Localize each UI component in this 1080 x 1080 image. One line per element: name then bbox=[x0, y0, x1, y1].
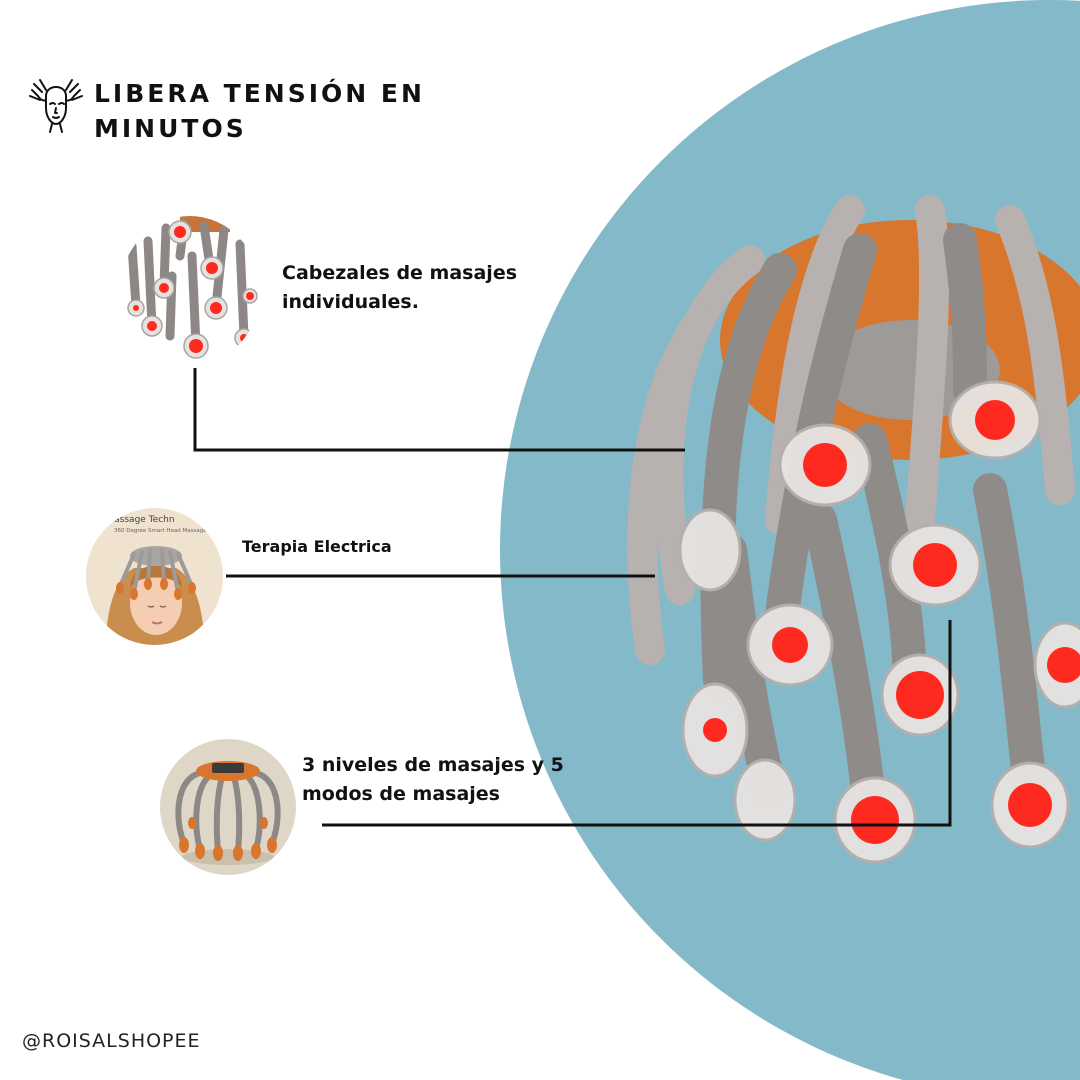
thumbnail-heading: e Massage Techn bbox=[98, 515, 175, 525]
page-title: LIBERA TENSIÓN EN MINUTOS bbox=[94, 79, 425, 143]
thumbnail-subheading: 360 Degree Smart Head Massage bbox=[114, 528, 207, 534]
massage-heads-thumbnail bbox=[120, 216, 260, 366]
feature-label-massage-heads: Cabezales de masajes individuales. bbox=[282, 262, 518, 313]
feature-label-massage-levels: 3 niveles de masajes y 5 modos de masaje… bbox=[302, 754, 564, 805]
feature-label-electric-therapy: Terapia Electrica bbox=[242, 537, 392, 556]
head-massager-product-image bbox=[610, 190, 1080, 880]
shop-handle: @ROISALSHOPEE bbox=[22, 1030, 201, 1052]
header: LIBERA TENSIÓN EN MINUTOS bbox=[28, 74, 474, 146]
head-massage-icon bbox=[28, 74, 84, 134]
massager-device-thumbnail bbox=[160, 739, 296, 875]
electric-therapy-thumbnail: e Massage Techn 360 Degree Smart Head Ma… bbox=[86, 508, 223, 645]
